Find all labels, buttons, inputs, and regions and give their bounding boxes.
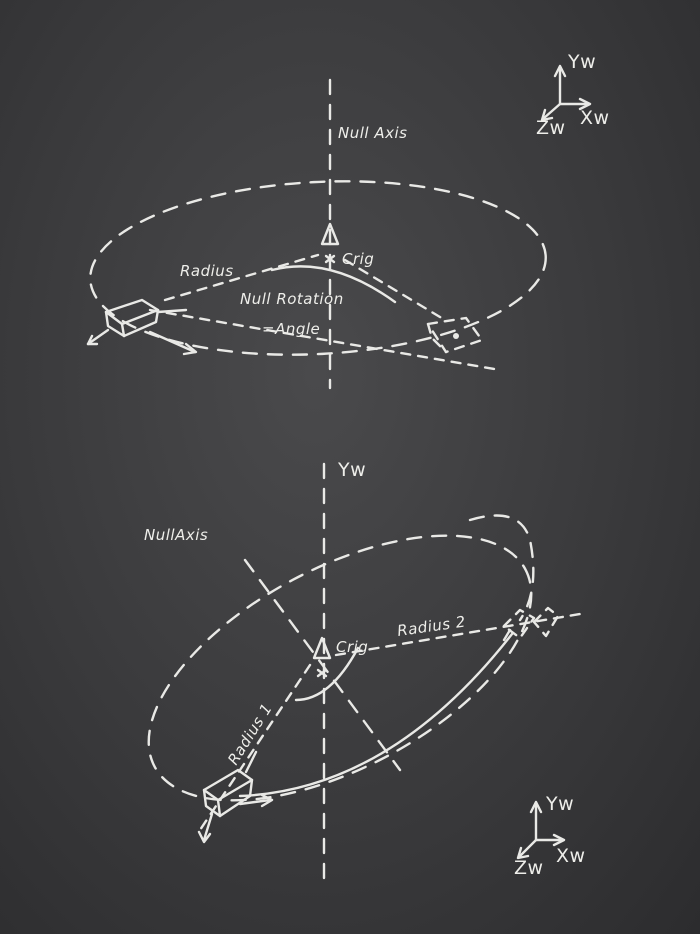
top-radius-line-3 xyxy=(343,258,447,322)
world-axis-x-label: Xw xyxy=(556,845,586,867)
bottom-radius2-line xyxy=(334,612,582,657)
bottom-diagram: Yw NullAxis Crig Radius 2 Radius 1 xyxy=(144,459,582,882)
bottom-orbit-ellipse xyxy=(147,534,533,802)
bottom-radius1-line xyxy=(198,663,312,832)
top-camera-left-motion-arrow xyxy=(148,330,197,354)
top-null-axis-label: Null Axis xyxy=(338,124,407,142)
bottom-sweep-arc xyxy=(238,632,514,798)
camera-icon xyxy=(426,316,484,354)
world-axis-z-label: Zw xyxy=(514,857,544,879)
top-rotation-label-1: Null Rotation xyxy=(240,290,344,308)
camera-icon xyxy=(104,298,188,338)
bottom-camera-down-arrow xyxy=(202,812,214,842)
bottom-null-axis-label: NullAxis xyxy=(144,526,208,544)
bottom-camera-up-arrow xyxy=(244,750,258,774)
bottom-orbit-ellipse-2 xyxy=(468,514,535,622)
top-camera-left-down-arrow xyxy=(86,328,110,346)
top-radius-line-2 xyxy=(163,253,320,302)
top-radius-label: Radius xyxy=(180,262,234,280)
top-rotation-label-2: =Angle xyxy=(262,320,320,338)
top-center-label: Crig xyxy=(342,250,374,268)
bottom-rotation-arc xyxy=(294,646,360,702)
bottom-center-label: Crig xyxy=(336,638,368,656)
bottom-camera-right-arrow xyxy=(238,798,272,806)
world-axis-y-label: Yw xyxy=(567,51,596,73)
world-axis-x-label: Xw xyxy=(580,107,610,129)
camera-icon xyxy=(202,768,254,818)
top-radius-line xyxy=(148,308,502,372)
world-axes-top: Yw Xw Zw xyxy=(536,51,610,139)
top-rotation-arc xyxy=(270,265,397,304)
world-axis-z-label: Zw xyxy=(536,117,566,139)
camera-icon xyxy=(502,606,560,642)
top-rig-center-triangle xyxy=(320,222,340,264)
bottom-radius1-label: Radius 1 xyxy=(224,700,276,768)
world-axis-y-label: Yw xyxy=(545,793,574,815)
top-orbit-ellipse xyxy=(89,180,547,356)
bottom-null-axis-line xyxy=(243,558,402,772)
world-axes-bottom: Yw Xw Zw xyxy=(514,793,586,879)
bottom-rig-center-triangle xyxy=(312,636,332,678)
top-diagram: Null Axis Crig Radius Null Rotation =Ang… xyxy=(86,78,547,390)
bottom-y-axis-label: Yw xyxy=(337,459,366,481)
